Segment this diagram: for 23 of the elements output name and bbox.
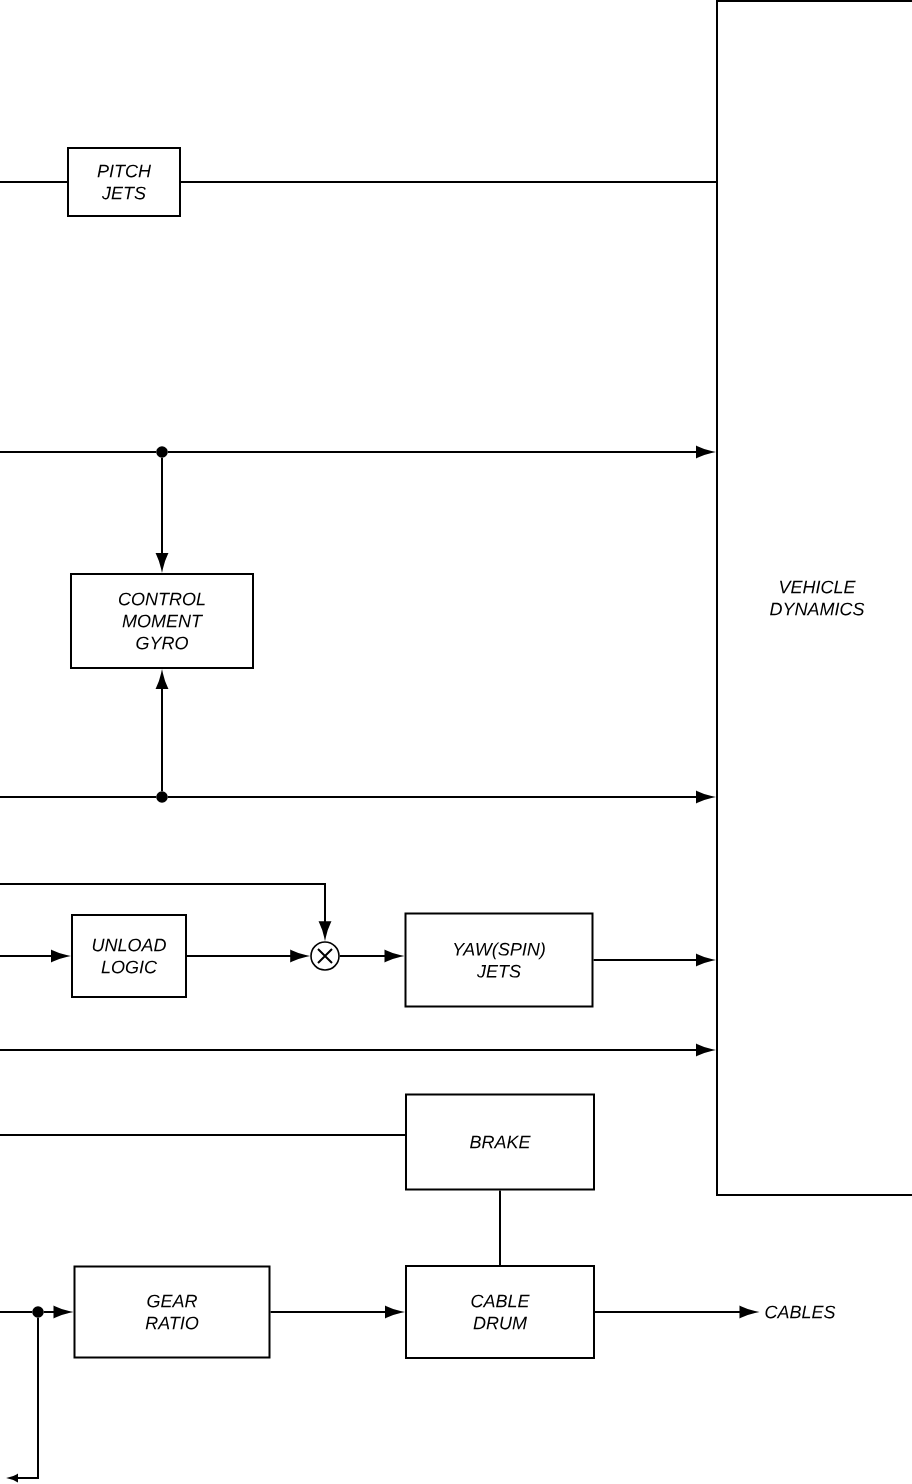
arrow	[166, 446, 713, 458]
process-box: GEAR RATIO	[73, 1265, 271, 1359]
arrow	[269, 1306, 402, 1318]
process-box: CABLE DRUM	[405, 1265, 595, 1359]
process-box: VEHICLE DYNAMICS	[716, 0, 912, 1196]
process-box: UNLOAD LOGIC	[71, 914, 187, 998]
arrow	[186, 950, 307, 962]
arrow	[156, 456, 168, 570]
process-box: CONTROL MOMENT GYRO	[70, 573, 254, 669]
summing-junction	[310, 941, 340, 971]
arrow	[592, 954, 713, 966]
arrow	[338, 950, 401, 962]
arrow	[156, 672, 168, 793]
process-box: PITCH JETS	[67, 147, 181, 217]
arrow	[0, 883, 331, 938]
arrow	[9, 1316, 39, 1482]
process-box: YAW(SPIN) JETS	[404, 912, 594, 1008]
arrow	[166, 791, 713, 803]
arrow	[0, 950, 68, 962]
process-box: BRAKE	[405, 1093, 595, 1191]
arrow	[42, 1306, 70, 1318]
output-label: CABLES	[765, 1305, 836, 1319]
arrow	[0, 1044, 713, 1056]
